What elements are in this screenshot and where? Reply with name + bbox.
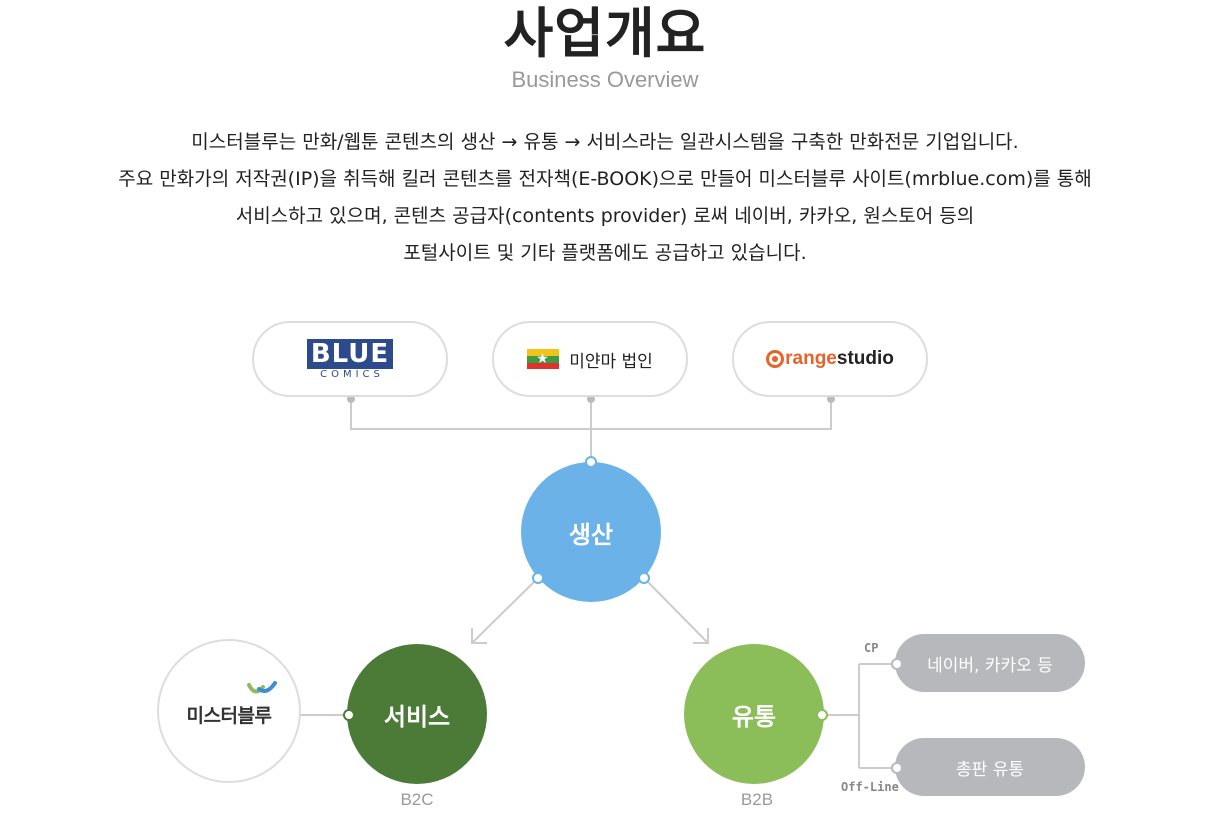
studio-text: studio [836, 348, 894, 369]
blue-comics-sub: COMICS [320, 368, 384, 380]
mrblue-brand-circle: 미스터블루 [157, 639, 301, 783]
distribution-circle: 유통 [684, 644, 824, 784]
service-circle: 서비스 [347, 644, 487, 784]
b2b-label: B2B [740, 790, 774, 809]
connector-dot [587, 395, 595, 403]
page-subtitle: Business Overview [511, 67, 699, 92]
node-dot [585, 456, 597, 468]
produce-label: 생산 [568, 520, 614, 549]
produce-to-dist-arrowhead [693, 628, 709, 644]
partner-orange-studio: range studio [732, 321, 928, 397]
myanmar-label: 미얀마 법인 [569, 351, 653, 372]
node-dot [816, 709, 828, 721]
connector-dot [827, 395, 835, 403]
description: 미스터블루는 만화/웹툰 콘텐츠의 생산 → 유통 → 서비스라는 일관시스템을… [0, 124, 1210, 272]
connector-dot [347, 395, 355, 403]
distribution-label: 유통 [731, 702, 777, 731]
orange-text: range [785, 348, 837, 369]
node-dot [891, 762, 903, 774]
offline-target-label: 총판 유통 [956, 759, 1024, 780]
produce-to-dist-arrow [643, 577, 709, 644]
partner-blue-comics: BLUE COMICS [252, 321, 448, 397]
orange-sun-icon [766, 350, 785, 368]
blue-comics-logo: BLUE COMICS [306, 338, 394, 380]
description-line: 미스터블루는 만화/웹툰 콘텐츠의 생산 → 유통 → 서비스라는 일관시스템을… [191, 131, 1019, 153]
description-line: 주요 만화가의 저작권(IP)을 취득해 킬러 콘텐츠를 전자책(E-BOOK)… [118, 168, 1092, 190]
blue-comics-word: BLUE [306, 338, 394, 369]
produce-to-service-arrow [471, 577, 539, 644]
offline-label: Off-Line [841, 780, 899, 794]
page-title: 사업개요 [503, 2, 707, 65]
cp-target-pill: 네이버, 카카오 등 [895, 634, 1085, 692]
partner-myanmar: ★ 미얀마 법인 [492, 321, 688, 397]
produce-circle: 생산 [521, 462, 661, 602]
cp-label: CP [864, 641, 879, 655]
node-dot [891, 658, 903, 670]
description-line: 서비스하고 있으며, 콘텐츠 공급자(contents provider) 로써… [235, 205, 975, 227]
b2c-label: B2C [400, 790, 434, 809]
produce-to-service-arrowhead [471, 628, 487, 644]
offline-target-pill: 총판 유통 [895, 738, 1085, 796]
description-line: 포털사이트 및 기타 플랫폼에도 공급하고 있습니다. [403, 242, 807, 264]
cp-target-label: 네이버, 카카오 등 [927, 655, 1053, 676]
myanmar-flag-icon: ★ [527, 349, 560, 369]
mrblue-logo-icon [246, 680, 277, 693]
service-label: 서비스 [383, 702, 451, 731]
orange-studio-logo: range studio [766, 348, 894, 370]
mrblue-brand-text: 미스터블루 [186, 704, 272, 727]
node-dot [532, 572, 544, 584]
node-dot [638, 572, 650, 584]
node-dot [343, 709, 355, 721]
